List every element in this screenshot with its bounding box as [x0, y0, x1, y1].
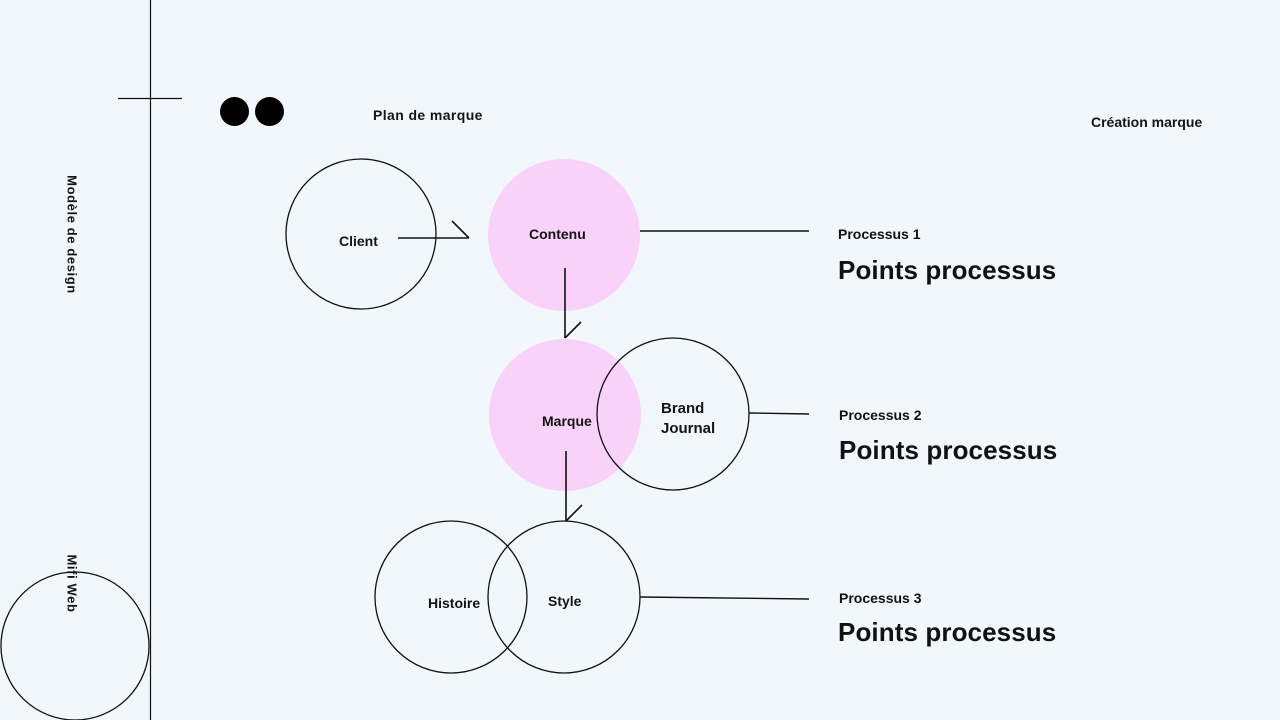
marque-label: Marque — [542, 413, 592, 429]
sidebar-title: Modèle de design — [64, 175, 80, 294]
arrow-client-to-contenu — [398, 220, 470, 239]
brand-journal-circle — [596, 337, 750, 491]
decorative-dot-1 — [220, 97, 249, 126]
client-label: Client — [339, 233, 378, 249]
style-label: Style — [548, 593, 582, 609]
brand-journal-label-line1: Brand — [661, 400, 705, 417]
connector-process-2 — [748, 412, 810, 415]
client-circle — [285, 158, 437, 310]
sidebar-brand: Mifi Web — [64, 554, 80, 613]
process-1-title: Points processus — [838, 255, 1057, 285]
decorative-dot-2 — [255, 97, 284, 126]
creation-label: Création marque — [1091, 114, 1203, 130]
arrow-marque-to-style — [565, 451, 583, 522]
process-2-label: Processus 2 — [839, 407, 922, 423]
brand-journal-label-line2: Journal — [661, 420, 716, 437]
process-3-label: Processus 3 — [839, 590, 922, 606]
process-3-title: Points processus — [838, 617, 1057, 647]
marque-circle — [489, 339, 641, 491]
process-1-label: Processus 1 — [838, 226, 921, 242]
sidebar-corner-circle — [0, 571, 150, 720]
contenu-label: Contenu — [529, 226, 586, 242]
plan-label: Plan de marque — [373, 107, 483, 123]
arrow-contenu-to-marque — [564, 268, 582, 339]
histoire-circle — [374, 520, 528, 674]
connector-process-3 — [639, 596, 810, 600]
histoire-label: Histoire — [428, 595, 481, 611]
process-2-title: Points processus — [839, 435, 1058, 465]
contenu-circle — [488, 159, 640, 311]
